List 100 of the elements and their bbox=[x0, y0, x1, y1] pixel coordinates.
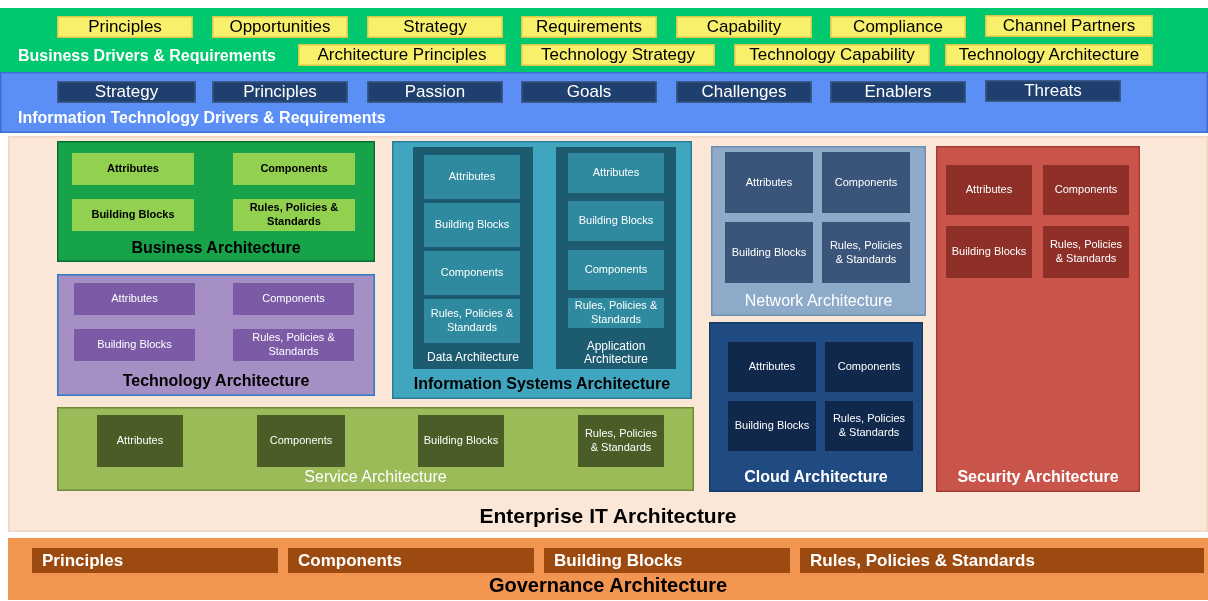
box-label: Rules, Policies & Standards bbox=[831, 412, 907, 440]
box-label: Components bbox=[584, 263, 648, 277]
panel-title: Enterprise IT Architecture bbox=[478, 503, 738, 527]
architecture-panel bbox=[711, 146, 926, 316]
architecture-panel bbox=[57, 274, 375, 396]
label-box bbox=[1043, 165, 1129, 215]
label-box bbox=[74, 329, 195, 361]
label-box bbox=[233, 283, 354, 315]
box-label: Attributes bbox=[745, 175, 793, 190]
label-box bbox=[233, 153, 355, 185]
label-box bbox=[32, 548, 278, 573]
panel-title: Application Architecture bbox=[583, 339, 649, 366]
box-label: Attributes bbox=[116, 434, 164, 448]
box-label: Components bbox=[262, 292, 325, 306]
box-label: Building Blocks bbox=[554, 549, 683, 572]
architecture-panel bbox=[413, 147, 533, 369]
box-label: Capability bbox=[706, 16, 782, 38]
label-box bbox=[825, 401, 913, 451]
label-box bbox=[676, 81, 812, 103]
label-box bbox=[1043, 226, 1129, 278]
band-panel bbox=[8, 538, 1208, 600]
box-label: Components bbox=[1054, 183, 1118, 197]
box-label: Attributes bbox=[111, 292, 158, 306]
panel-title: Cloud Architecture bbox=[743, 468, 889, 486]
panel-title: Service Architecture bbox=[303, 468, 448, 486]
label-box bbox=[822, 222, 910, 283]
box-label: Challenges bbox=[701, 81, 787, 103]
label-box bbox=[830, 81, 966, 103]
panel-title: Information Technology Drivers & Requirements bbox=[18, 109, 386, 127]
label-box bbox=[424, 251, 520, 295]
panel-title: Business Drivers & Requirements bbox=[18, 47, 276, 65]
label-box bbox=[57, 81, 196, 103]
box-label: Components bbox=[260, 162, 328, 176]
label-box bbox=[946, 226, 1032, 278]
label-box bbox=[568, 201, 664, 241]
label-box bbox=[521, 16, 657, 38]
box-label: Rules, Policies & Standards bbox=[810, 549, 1035, 572]
label-box bbox=[233, 329, 354, 361]
label-box bbox=[822, 152, 910, 213]
label-box bbox=[72, 199, 194, 231]
label-box bbox=[212, 16, 348, 38]
label-box bbox=[734, 44, 930, 66]
box-label: Rules, Policies & Standards bbox=[573, 299, 659, 327]
box-label: Components bbox=[269, 434, 333, 448]
box-label: Strategy bbox=[94, 81, 159, 103]
band-panel bbox=[0, 8, 1208, 72]
box-label: Principles bbox=[42, 549, 124, 572]
box-label: Attributes bbox=[748, 360, 796, 374]
box-label: Rules, Policies & Standards bbox=[248, 201, 340, 229]
label-box bbox=[298, 44, 506, 66]
box-label: Rules, Policies & Standards bbox=[251, 331, 336, 359]
box-label: Attributes bbox=[107, 162, 159, 176]
band-panel bbox=[0, 72, 1208, 133]
label-box bbox=[728, 342, 816, 392]
box-label: Rules, Policies & Standards bbox=[1048, 238, 1124, 266]
label-box bbox=[97, 415, 183, 467]
label-box bbox=[800, 548, 1204, 573]
architecture-panel bbox=[57, 407, 694, 491]
box-label: Building Blocks bbox=[731, 245, 807, 260]
architecture-panel bbox=[57, 141, 375, 262]
box-label: Building Blocks bbox=[97, 338, 172, 352]
label-box bbox=[418, 415, 504, 467]
label-box bbox=[985, 80, 1121, 102]
label-box bbox=[676, 16, 812, 38]
box-label: Attributes bbox=[448, 170, 496, 184]
panel-title: Security Architecture bbox=[956, 468, 1120, 486]
label-box bbox=[57, 16, 193, 38]
box-label: Components bbox=[298, 549, 402, 572]
box-label: Principles bbox=[88, 16, 162, 38]
box-label: Compliance bbox=[853, 16, 943, 38]
label-box bbox=[424, 299, 520, 343]
box-label: Passion bbox=[404, 81, 466, 103]
box-label: Threats bbox=[1024, 80, 1082, 102]
box-label: Building Blocks bbox=[423, 434, 499, 448]
label-box bbox=[72, 153, 194, 185]
label-box bbox=[521, 44, 715, 66]
label-box bbox=[521, 81, 657, 103]
box-label: Components bbox=[440, 266, 504, 280]
label-box bbox=[424, 203, 520, 247]
panel-title: Technology Architecture bbox=[121, 372, 311, 390]
label-box bbox=[424, 155, 520, 199]
label-box bbox=[946, 165, 1032, 215]
box-label: Channel Partners bbox=[1002, 15, 1136, 37]
panel-title: Business Architecture bbox=[130, 239, 302, 257]
panel-title: Governance Architecture bbox=[487, 574, 729, 596]
label-box bbox=[74, 283, 195, 315]
box-label: Requirements bbox=[536, 16, 642, 38]
architecture-panel bbox=[392, 141, 692, 399]
architecture-panel bbox=[936, 146, 1140, 492]
box-label: Technology Capability bbox=[749, 44, 915, 66]
label-box bbox=[725, 222, 813, 283]
label-box bbox=[830, 16, 966, 38]
box-label: Building Blocks bbox=[91, 208, 175, 222]
box-label: Enablers bbox=[864, 81, 932, 103]
box-label: Components bbox=[834, 175, 898, 190]
label-box bbox=[257, 415, 345, 467]
box-label: Opportunities bbox=[229, 16, 331, 38]
box-label: Rules, Policies & Standards bbox=[429, 307, 515, 335]
label-box bbox=[367, 81, 503, 103]
label-box bbox=[568, 153, 664, 193]
